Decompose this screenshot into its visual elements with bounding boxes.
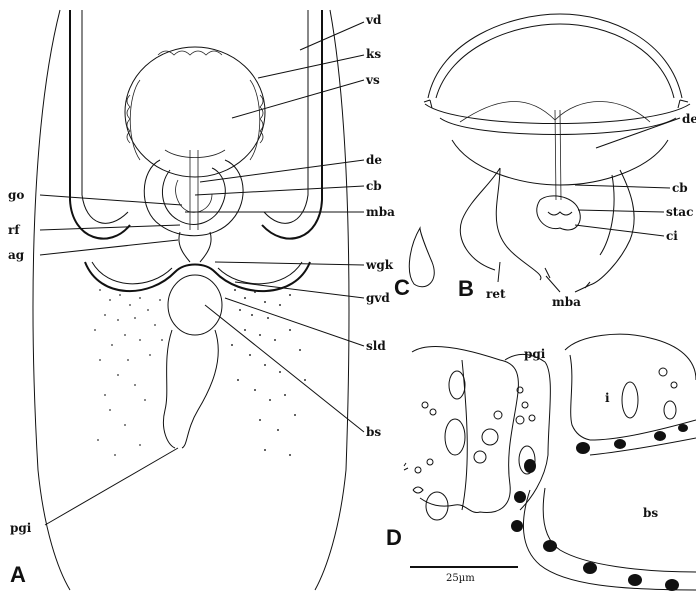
label-sld: sld [366,339,386,353]
label-vs: vs [365,73,380,87]
panel-label-d: D [386,525,402,550]
panel-d-drawing [404,334,696,591]
label-d-i: i [605,391,610,405]
panel-label-b: B [458,276,474,301]
label-b-stac: stac [666,205,693,219]
label-gvd: gvd [366,291,390,305]
label-ks: ks [366,47,381,61]
label-d-bs: bs [643,506,658,520]
label-rf: rf [8,223,20,237]
label-mba: mba [366,205,395,219]
stipple-left [94,289,163,456]
label-b-cb: cb [672,181,688,195]
panel-b-drawing [424,14,690,292]
label-b-ci: ci [666,229,678,243]
label-go: go [8,188,24,202]
panel-c-drawing [409,228,434,287]
label-cb: cb [366,179,382,193]
label-ag: ag [8,248,25,262]
nuclei [511,424,688,591]
label-de: de [366,153,382,167]
panel-label-c: C [394,275,410,300]
label-wgk: wgk [365,258,394,272]
label-b-mba: mba [552,295,581,309]
label-bs: bs [366,425,381,439]
label-b-de: de [682,112,696,126]
stipple-right [231,289,306,456]
label-pgi: pgi [10,521,32,535]
panel-a-drawing [33,10,364,590]
label-b-ret: ret [486,287,506,301]
label-d-pgi: pgi [524,347,546,361]
panel-label-a: A [10,562,26,587]
scale-bar-label: 25µm [446,573,475,584]
label-vd: vd [365,13,382,27]
